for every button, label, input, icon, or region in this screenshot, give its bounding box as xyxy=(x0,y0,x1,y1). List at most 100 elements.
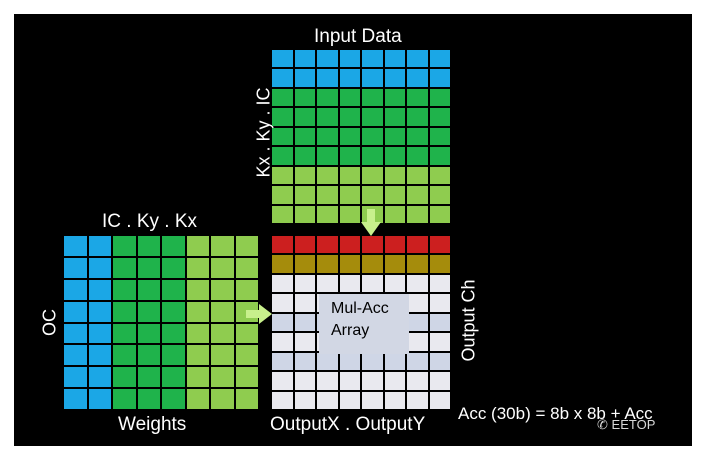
weight-cell xyxy=(211,389,234,409)
input-cell xyxy=(407,205,428,223)
arrows-layer xyxy=(246,209,381,324)
input-cell xyxy=(317,69,338,87)
input-cell xyxy=(294,186,315,204)
output-cell xyxy=(362,372,383,390)
weight-cell xyxy=(186,323,209,344)
output-cell xyxy=(384,372,405,390)
watermark-text: EETOP xyxy=(611,417,656,432)
weight-cell xyxy=(64,236,87,256)
weight-cell xyxy=(64,323,87,344)
weight-cell xyxy=(186,236,209,256)
weight-cell xyxy=(211,236,234,256)
weight-cell xyxy=(64,257,87,278)
output-cell xyxy=(384,391,405,409)
weight-cell xyxy=(137,389,160,409)
output-cell xyxy=(384,352,405,371)
weight-cell xyxy=(64,279,87,300)
weights-grid xyxy=(64,236,258,409)
weight-cell xyxy=(162,323,185,344)
input-cell xyxy=(384,166,405,185)
output-cell xyxy=(272,236,293,254)
weight-cell xyxy=(137,367,160,388)
input-cell xyxy=(339,205,360,223)
output-cell xyxy=(272,391,293,409)
input-cell xyxy=(429,186,450,204)
weight-cell xyxy=(113,279,136,300)
output-cell xyxy=(429,352,450,371)
input-cell xyxy=(429,50,450,68)
weight-cell xyxy=(88,345,111,366)
output-cell xyxy=(272,352,293,371)
weight-cell xyxy=(137,345,160,366)
weight-cell xyxy=(64,345,87,366)
input-cell xyxy=(272,186,293,204)
input-cell xyxy=(362,108,383,126)
output-cell xyxy=(294,391,315,409)
weight-cell xyxy=(88,389,111,409)
output-cell xyxy=(317,352,338,371)
output-cell xyxy=(272,274,293,293)
input-cell xyxy=(294,108,315,126)
input-cell xyxy=(384,88,405,107)
input-cell xyxy=(339,127,360,146)
weight-cell xyxy=(64,367,87,388)
output-cell xyxy=(429,333,450,351)
weight-cell xyxy=(186,257,209,278)
array-label: Array xyxy=(331,322,370,339)
output-cell xyxy=(407,333,428,351)
weight-cell xyxy=(162,389,185,409)
input-cell xyxy=(272,166,293,185)
output-cell xyxy=(317,255,338,273)
input-data-grid xyxy=(272,50,450,223)
input-cell xyxy=(362,186,383,204)
input-cell xyxy=(429,205,450,223)
input-cell xyxy=(294,50,315,68)
input-cell xyxy=(407,50,428,68)
output-cell xyxy=(407,391,428,409)
output-cell xyxy=(317,372,338,390)
input-cell xyxy=(362,69,383,87)
output-cell xyxy=(272,333,293,351)
input-cell xyxy=(339,166,360,185)
input-cell xyxy=(294,166,315,185)
output-cell xyxy=(294,274,315,293)
input-cell xyxy=(317,205,338,223)
weight-cell xyxy=(64,389,87,409)
watermark-eetop: ✆ EETOP xyxy=(597,417,655,433)
output-cell xyxy=(384,236,405,254)
output-cell xyxy=(362,352,383,371)
weight-cell xyxy=(211,345,234,366)
weight-cell xyxy=(211,323,234,344)
output-cell xyxy=(339,274,360,293)
weight-cell xyxy=(137,279,160,300)
output-cell xyxy=(407,372,428,390)
input-cell xyxy=(317,186,338,204)
input-cell xyxy=(384,69,405,87)
input-cell xyxy=(384,186,405,204)
output-cell xyxy=(407,313,428,332)
wechat-icon: ✆ xyxy=(597,417,608,432)
input-cell xyxy=(317,147,338,165)
input-cell xyxy=(407,88,428,107)
weight-cell xyxy=(88,301,111,322)
input-cell xyxy=(294,88,315,107)
right-arrow-icon xyxy=(246,304,272,324)
output-cell xyxy=(407,352,428,371)
output-cell xyxy=(429,274,450,293)
input-cell xyxy=(429,147,450,165)
input-cell xyxy=(272,127,293,146)
output-cell xyxy=(362,236,383,254)
output-cell xyxy=(407,274,428,293)
input-cell xyxy=(339,69,360,87)
weight-cell xyxy=(211,279,234,300)
output-cell xyxy=(407,294,428,312)
output-cell xyxy=(294,333,315,351)
output-xy-label: OutputX . OutputY xyxy=(270,414,426,435)
weight-cell xyxy=(235,345,258,366)
weight-cell xyxy=(235,279,258,300)
weight-cell xyxy=(162,345,185,366)
weight-cell xyxy=(137,236,160,256)
output-cell xyxy=(339,236,360,254)
input-cell xyxy=(339,108,360,126)
output-cell xyxy=(317,274,338,293)
